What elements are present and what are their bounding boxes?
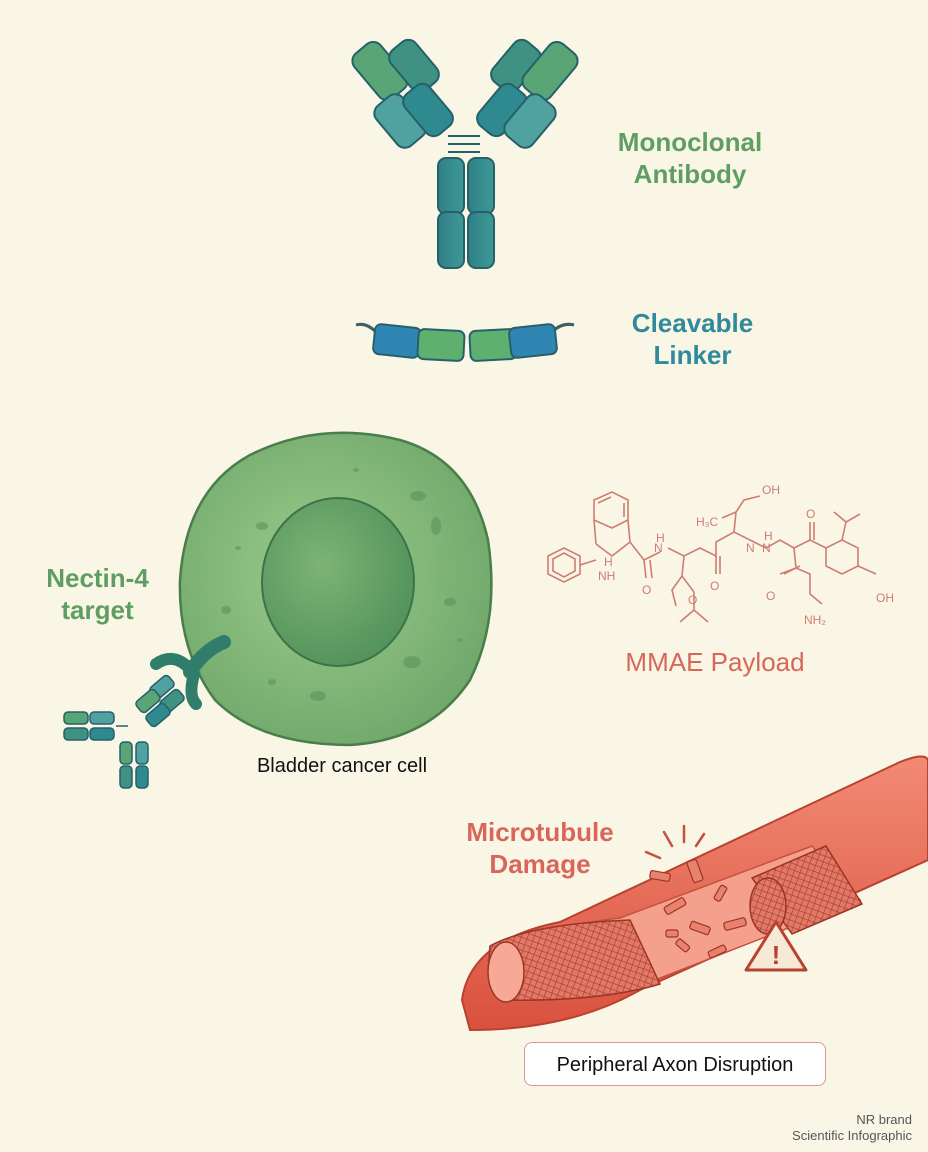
warning-icon: !: [744, 920, 808, 972]
chem-nh-h2: H: [764, 529, 773, 543]
brand-name: NR brand: [856, 1112, 912, 1127]
chem-o1: O: [642, 583, 651, 597]
bound-antibody-icon: [63, 674, 185, 789]
brand-subtitle: Scientific Infographic: [792, 1128, 912, 1143]
chem-o5: O: [806, 507, 815, 521]
linker-label: Cleavable Linker: [600, 307, 785, 371]
damage-label: Microtubule Damage: [440, 816, 640, 880]
chem-nh1: N: [654, 541, 663, 555]
chem-nh2-end: NH₂: [804, 613, 826, 627]
nectin-label-line2: target: [61, 595, 134, 625]
chem-nh-ring: H: [604, 555, 613, 569]
payload-label: MMAE Payload: [590, 646, 840, 678]
damage-label-line1: Microtubule: [466, 817, 614, 847]
chem-methyl: H₃C: [696, 515, 719, 529]
nectin-label: Nectin-4 target: [30, 562, 165, 626]
mmae-structure: OH H₃C N H NH O O N N H O O O NH₂ OH H: [547, 483, 894, 627]
nectin-label-line1: Nectin-4: [46, 563, 149, 593]
axon-label: Peripheral Axon Disruption: [524, 1042, 826, 1086]
cancer-cell-icon: [178, 431, 493, 747]
antibody-icon: [351, 38, 579, 269]
brand-footer: NR brand Scientific Infographic: [792, 1112, 912, 1144]
antibody-label-line2: Antibody: [633, 159, 747, 189]
chem-nh3: N: [746, 541, 755, 555]
chem-nh2: NH: [598, 569, 615, 583]
cell-label: Bladder cancer cell: [256, 755, 428, 777]
chem-o4: O: [766, 589, 775, 603]
chem-nh4: N: [762, 541, 771, 555]
linker-label-line2: Linker: [653, 340, 732, 370]
antibody-label-line1: Monoclonal: [617, 127, 763, 157]
chem-nh1-h: H: [656, 531, 665, 545]
linker-icon: [355, 322, 575, 362]
chem-oh-ring: OH: [876, 591, 894, 605]
payload-label-text: MMAE Payload: [625, 647, 805, 677]
nectin-receptor-icon: [150, 635, 231, 710]
antibody-label: Monoclonal Antibody: [590, 126, 790, 190]
linker-label-line1: Cleavable: [631, 308, 754, 338]
chem-oh-top: OH: [762, 483, 780, 497]
chem-o2: O: [688, 593, 697, 607]
warning-mark: !: [772, 940, 781, 970]
damage-label-line2: Damage: [489, 849, 591, 879]
chem-o3: O: [710, 579, 719, 593]
axon-icon: [460, 755, 928, 1032]
